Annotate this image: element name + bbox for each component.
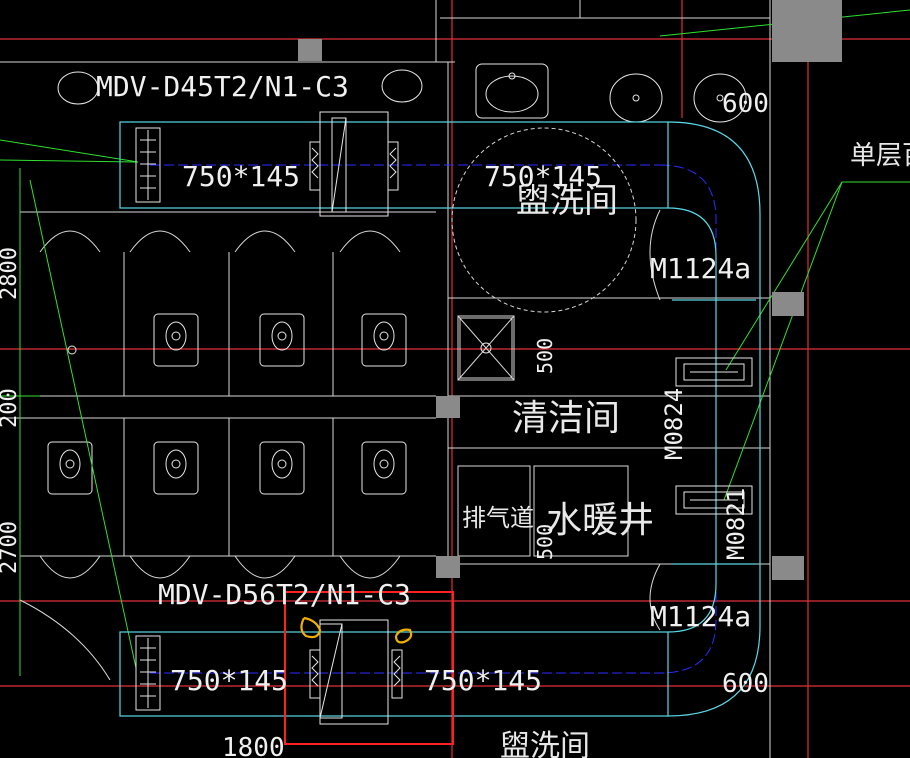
squat-toilets (47, 313, 407, 495)
duct-bottom (119, 631, 669, 717)
duct-centerlines (150, 164, 717, 674)
squat-toilet-icon (361, 441, 407, 495)
wash-basin-icon (475, 63, 549, 119)
wash-basin-icon (693, 73, 747, 123)
door-label-bottom: M1124a (650, 600, 751, 633)
wash-basin-icon (57, 71, 99, 105)
wash-basin-icon (609, 73, 663, 123)
unit-bottom-label: MDV-D56T2/N1-C3 (158, 578, 411, 611)
room-label-exhaust: 排气道 (462, 504, 534, 532)
dim-left-c: 2700 (0, 521, 22, 574)
unit-top-label: MDV-D45T2/N1-C3 (96, 70, 349, 103)
note-right: 单层百 (850, 141, 910, 171)
room-label-bottom: 盥洗间 (500, 729, 590, 758)
dim-600-bottom: 600 (722, 669, 769, 699)
dim-1800: 1800 (222, 733, 285, 758)
fan-coil-unit-icon (309, 619, 403, 725)
door-swing (19, 209, 661, 681)
squat-toilet-icon (47, 441, 93, 495)
duct-size-top-right: 750*145 (484, 160, 602, 193)
wash-basins (57, 63, 747, 123)
room-label-clean: 清洁间 (512, 398, 620, 439)
duct-size-bottom-left: 750*145 (170, 664, 288, 697)
squat-toilet-icon (259, 313, 305, 367)
markups (300, 616, 413, 644)
grilles (135, 127, 753, 711)
louver-vent-icon (675, 357, 753, 387)
grille-icon (135, 635, 161, 711)
toilet-stalls (39, 230, 401, 579)
walls (0, 0, 771, 758)
louver-vent-icon (675, 485, 753, 515)
annotations: MDV-D45T2/N1-C3 MDV-D56T2/N1-C3 750*145 … (0, 70, 910, 758)
door-label-top: M1124a (650, 252, 751, 285)
duct-size-bottom-right: 750*145 (424, 664, 542, 697)
floor-drain-icon (67, 342, 492, 355)
door-label-mid: M0824 (660, 388, 688, 460)
wash-basin-icon (381, 69, 423, 103)
grille-icon (135, 127, 161, 203)
columns (298, 0, 842, 580)
duct-size-top-left: 750*145 (182, 160, 300, 193)
duct-top (119, 121, 669, 209)
squat-toilet-icon (153, 313, 199, 367)
dim-500-a: 500 (533, 338, 557, 374)
dim-left-b: 200 (0, 388, 22, 428)
fan-coil-unit-icon (309, 111, 399, 217)
squat-toilet-icon (361, 313, 407, 367)
air-units (309, 111, 403, 725)
ducts (119, 121, 761, 717)
room-label-wash: 盥洗间 (516, 181, 618, 221)
dim-600-top: 600 (722, 89, 769, 119)
dim-500-b: 500 (533, 524, 557, 560)
squat-toilet-icon (153, 441, 199, 495)
room-label-heating: 水暖井 (546, 500, 654, 541)
door-label-mid2: M0821 (722, 488, 750, 560)
duct-elbow (667, 121, 761, 717)
dim-left-a: 2800 (0, 247, 22, 300)
squat-toilet-icon (259, 441, 305, 495)
round-fixture (451, 127, 637, 313)
highlight-box (284, 591, 454, 745)
